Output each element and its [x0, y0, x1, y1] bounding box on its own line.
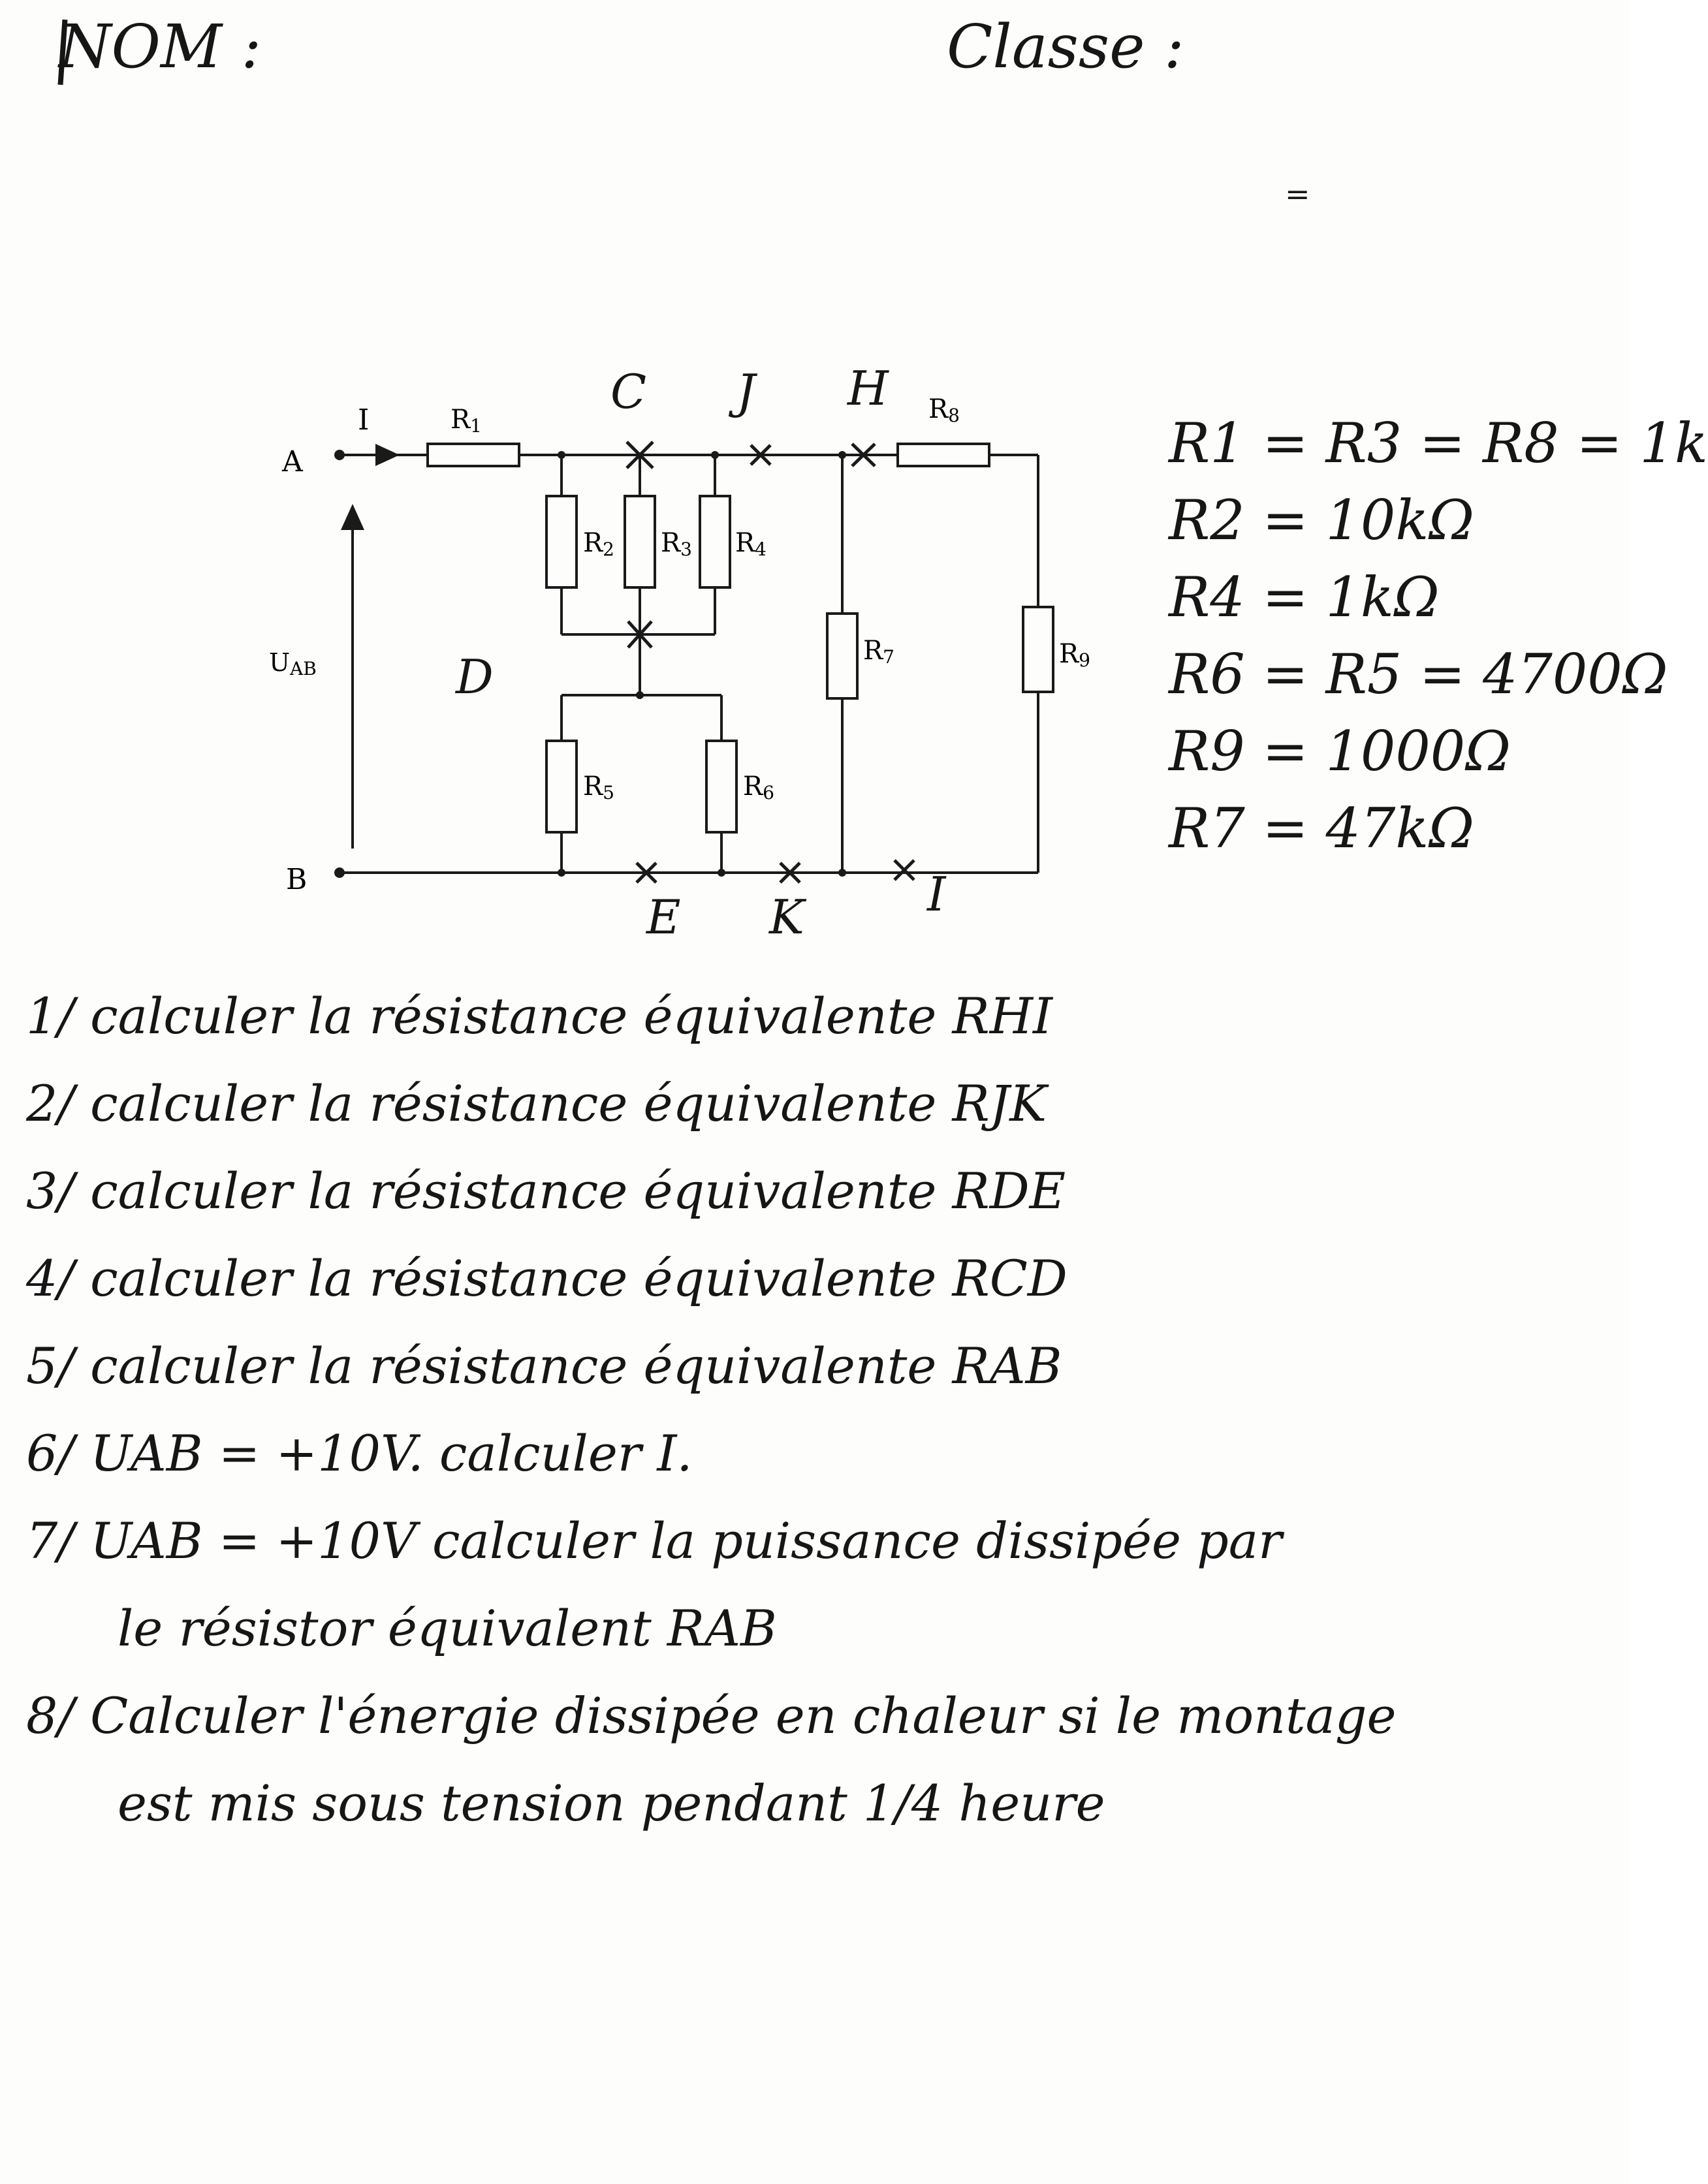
question-list: 1/ calculer la résistance équivalente RH… [26, 973, 1606, 1847]
nom-label: NOM : [59, 12, 262, 82]
resistor-r3-label: R3 [661, 528, 692, 560]
margin-mark: = [1285, 176, 1310, 211]
node-c-label: C [610, 364, 646, 419]
value-r6-r5: R6 = R5 = 4700Ω [1169, 642, 1668, 706]
resistor-r4-body [699, 495, 731, 589]
worksheet-page: NOM : Classe : = [26, 12, 1708, 1847]
resistor-r9-body [1022, 606, 1054, 693]
node-i-label: I [926, 867, 947, 922]
question-5: 5/ calculer la résistance équivalente RA… [26, 1337, 1062, 1395]
node-b-label: B [286, 863, 307, 896]
resistor-r8-label: R8 [928, 394, 960, 426]
current-label: I [358, 403, 369, 437]
resistor-r8-body [896, 443, 990, 467]
resistor-r1-label: R1 [451, 405, 482, 437]
question-7: 7/ UAB = +10V calculer la puissance diss… [26, 1512, 1282, 1570]
node-d-label: D [454, 649, 494, 704]
resistor-r7-label: R7 [863, 636, 894, 668]
question-8-continued: est mis sous tension pendant 1/4 heure [118, 1774, 1105, 1832]
value-r9: R9 = 1000Ω [1169, 719, 1511, 783]
resistor-r7-body [826, 612, 859, 700]
node-k-label: K [768, 890, 807, 944]
resistor-values-list: R1 = R3 = R8 = 1k R2 = 10kΩ R4 = 1kΩ R6 … [1169, 405, 1708, 867]
question-8: 8/ Calculer l'énergie dissipée en chaleu… [26, 1687, 1397, 1745]
resistor-r5-body [545, 740, 578, 834]
question-4: 4/ calculer la résistance équivalente RC… [26, 1249, 1068, 1307]
value-r4: R4 = 1kΩ [1169, 565, 1440, 629]
resistor-r2-label: R2 [583, 528, 614, 560]
resistor-r6-label: R6 [743, 772, 774, 803]
node-j-label: J [728, 364, 758, 419]
value-r2: R2 = 10kΩ [1169, 488, 1474, 552]
circuit-diagram: A B I UAB R1 R2 R3 R4 R5 R6 R7 R8 R9 C J… [269, 361, 1090, 944]
node-h-label: H [846, 361, 889, 416]
value-r7: R7 = 47kΩ [1169, 796, 1474, 860]
classe-label: Classe : [947, 12, 1184, 82]
question-6: 6/ UAB = +10V. calculer I. [26, 1424, 693, 1482]
resistor-r5-label: R5 [583, 772, 614, 803]
voltage-uab-label: UAB [269, 648, 317, 679]
question-2: 2/ calculer la résistance équivalente RJ… [26, 1074, 1047, 1132]
question-1: 1/ calculer la résistance équivalente RH… [26, 987, 1053, 1045]
node-e-label: E [645, 890, 681, 944]
resistor-r3-body [624, 495, 656, 589]
resistor-r4-label: R4 [735, 528, 767, 560]
question-3: 3/ calculer la résistance équivalente RD… [26, 1162, 1066, 1220]
node-a-label: A [281, 445, 304, 478]
value-r1-r3-r8: R1 = R3 = R8 = 1k [1169, 411, 1708, 475]
resistor-r9-label: R9 [1059, 639, 1090, 671]
question-7-continued: le résistor équivalent RAB [118, 1599, 777, 1657]
resistor-r2-body [545, 495, 578, 589]
resistor-r6-body [705, 740, 738, 834]
resistor-r1-body [426, 443, 520, 467]
